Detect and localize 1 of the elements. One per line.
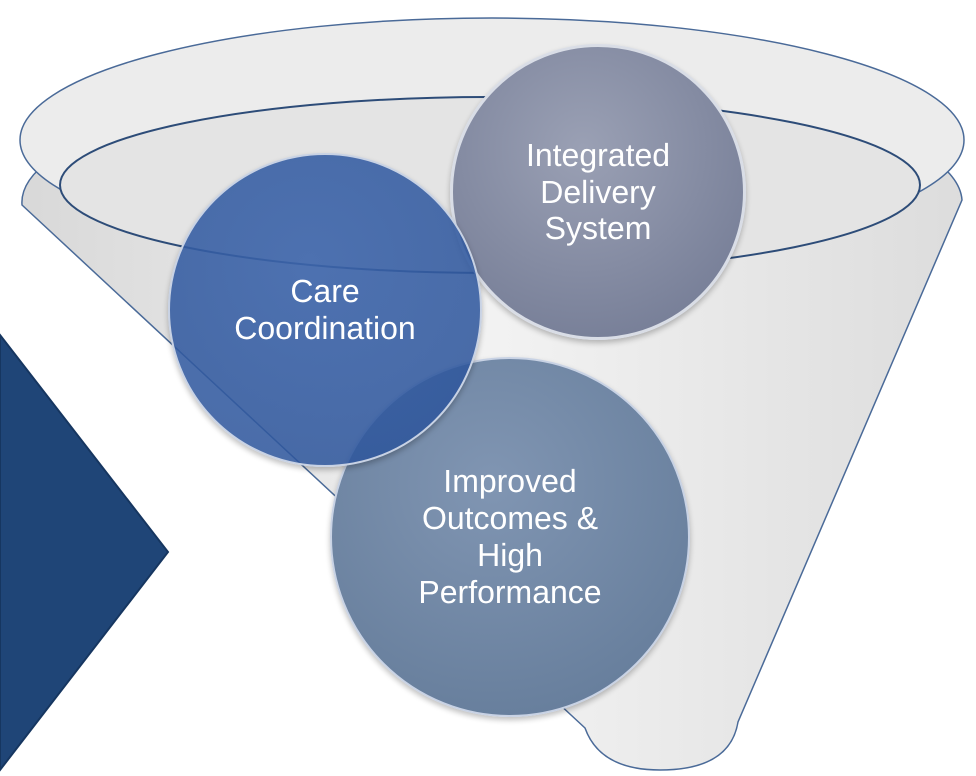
chevron-shape bbox=[0, 332, 170, 773]
